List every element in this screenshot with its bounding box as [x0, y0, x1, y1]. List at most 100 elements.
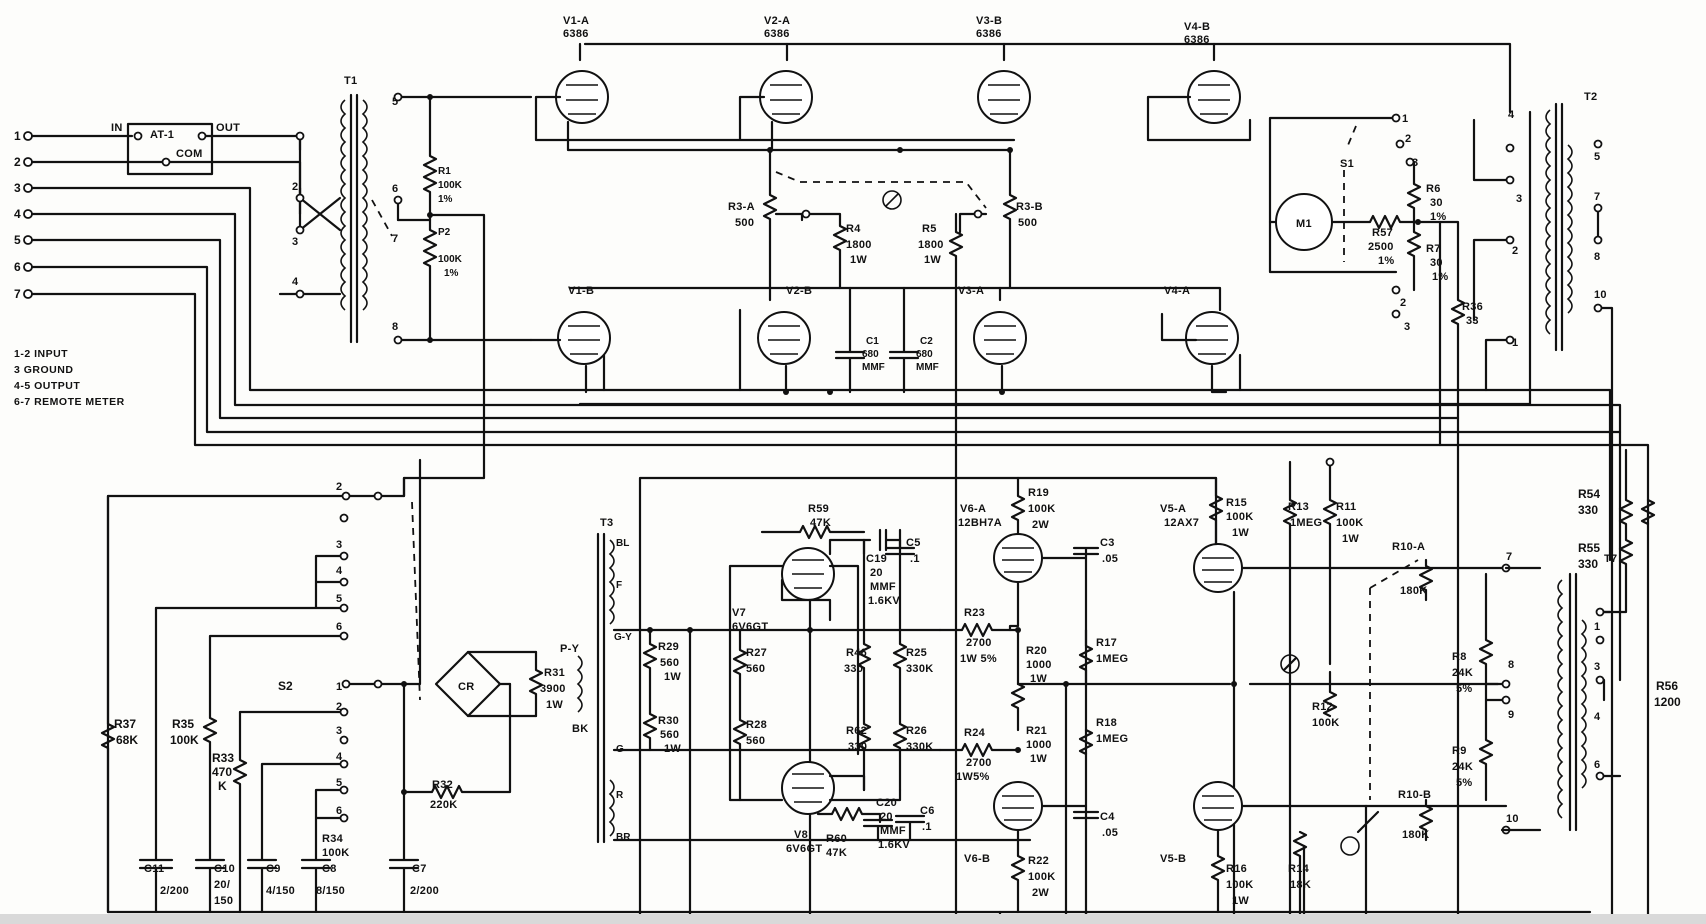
svg-text:560: 560	[660, 657, 679, 669]
terminal-1	[23, 131, 33, 141]
svg-text:8/150: 8/150	[316, 885, 345, 897]
t1-label: T1	[344, 75, 357, 87]
bottom-scrollbar[interactable]	[0, 914, 1706, 924]
svg-text:1W 5%: 1W 5%	[960, 653, 997, 665]
svg-text:R14: R14	[1288, 863, 1310, 875]
r3a-label: R3-A	[728, 201, 755, 213]
svg-text:C3: C3	[1100, 537, 1115, 549]
svg-text:R26: R26	[906, 725, 927, 737]
tube-v2a	[759, 70, 813, 124]
svg-text:12AX7: 12AX7	[1164, 517, 1199, 529]
svg-text:6V6GT: 6V6GT	[732, 621, 768, 633]
svg-text:K: K	[218, 779, 227, 793]
svg-text:5%: 5%	[1456, 683, 1473, 695]
svg-text:5%: 5%	[1456, 777, 1473, 789]
svg-text:.1: .1	[910, 553, 920, 565]
svg-text:BR: BR	[616, 832, 631, 843]
svg-text:12BH7A: 12BH7A	[958, 517, 1002, 529]
r10a-label: R10-A	[1392, 541, 1425, 553]
svg-text:C1: C1	[866, 336, 879, 347]
svg-text:2500: 2500	[1368, 241, 1394, 253]
svg-text:2700: 2700	[966, 757, 992, 769]
svg-text:1W: 1W	[924, 254, 941, 266]
svg-text:R13: R13	[1288, 501, 1309, 513]
svg-text:1800: 1800	[846, 239, 872, 251]
svg-text:.05: .05	[1102, 827, 1118, 839]
terminal-6-label: 6	[14, 260, 21, 274]
svg-text:C4: C4	[1100, 811, 1115, 823]
svg-text:R7: R7	[1426, 243, 1441, 255]
svg-text:1W: 1W	[1342, 533, 1359, 545]
legend: 1-2 INPUT 3 GROUND 4-5 OUTPUT 6-7 REMOTE…	[14, 348, 124, 408]
svg-text:68K: 68K	[116, 733, 138, 747]
svg-text:2/200: 2/200	[410, 885, 439, 897]
svg-text:1MEG: 1MEG	[1290, 517, 1322, 529]
attenuator-name: AT-1	[150, 129, 174, 141]
svg-text:9: 9	[1508, 709, 1514, 721]
svg-text:3: 3	[1516, 193, 1522, 205]
svg-text:24K: 24K	[1452, 667, 1473, 679]
v2a-label: V2-A	[764, 15, 790, 27]
v5b-label: V5-B	[1160, 853, 1186, 865]
svg-text:100K: 100K	[1336, 517, 1364, 529]
terminal-5	[23, 235, 33, 245]
svg-text:BL: BL	[616, 538, 629, 549]
svg-text:2W: 2W	[1032, 887, 1049, 899]
svg-text:330: 330	[1578, 557, 1598, 571]
svg-text:7: 7	[392, 233, 398, 245]
svg-text:7: 7	[1506, 551, 1512, 563]
svg-text:R18: R18	[1096, 717, 1117, 729]
svg-text:100K: 100K	[322, 847, 350, 859]
svg-text:R8: R8	[1452, 651, 1467, 663]
terminal-6	[23, 262, 33, 272]
transformer-t2-and-meter: T2 4 3 2 1 5 7 8 10 S1 2 3 1 2 3 M1	[1268, 91, 1614, 924]
svg-text:R24: R24	[964, 727, 986, 739]
svg-text:R57: R57	[1372, 227, 1393, 239]
svg-text:4: 4	[292, 276, 299, 288]
svg-text:1: 1	[1402, 113, 1408, 125]
v3b-label: V3-B	[976, 15, 1002, 27]
attenuator-com-label: COM	[176, 148, 203, 160]
v4b-label: V4-B	[1184, 21, 1210, 33]
svg-text:330K: 330K	[906, 741, 934, 753]
svg-text:3: 3	[1404, 321, 1410, 333]
svg-text:4/150: 4/150	[266, 885, 295, 897]
t3-label: T3	[600, 517, 613, 529]
svg-text:24K: 24K	[1452, 761, 1473, 773]
svg-text:R28: R28	[746, 719, 767, 731]
svg-text:100K: 100K	[1226, 879, 1254, 891]
svg-text:1%: 1%	[438, 194, 453, 205]
svg-text:1: 1	[1512, 337, 1518, 349]
r3b-label: R3-B	[1016, 201, 1043, 213]
svg-text:100K: 100K	[438, 254, 463, 265]
attenuator-out-label: OUT	[216, 122, 240, 134]
svg-text:F: F	[616, 580, 622, 591]
svg-text:180K: 180K	[1400, 585, 1428, 597]
svg-text:R19: R19	[1028, 487, 1049, 499]
v8-label: V8	[794, 829, 808, 841]
svg-text:1W: 1W	[850, 254, 867, 266]
svg-text:1%: 1%	[1430, 211, 1447, 223]
input-terminal-block: 1 2 3 4 5 6 7	[14, 129, 33, 301]
svg-text:2: 2	[336, 701, 342, 713]
svg-text:.05: .05	[1102, 553, 1118, 565]
tube-v6a	[993, 533, 1043, 583]
svg-text:8: 8	[392, 321, 398, 333]
svg-text:3: 3	[336, 539, 342, 551]
svg-text:18K: 18K	[1290, 879, 1311, 891]
s1-label: S1	[1340, 158, 1354, 170]
svg-text:20: 20	[870, 567, 883, 579]
svg-text:3900: 3900	[540, 683, 566, 695]
svg-text:5: 5	[392, 96, 398, 108]
svg-text:10: 10	[1506, 813, 1519, 825]
v4a-label: V4-A	[1164, 285, 1190, 297]
svg-text:R9: R9	[1452, 745, 1467, 757]
svg-text:C11: C11	[144, 863, 164, 875]
svg-text:2: 2	[1405, 133, 1411, 145]
svg-text:R60: R60	[826, 833, 847, 845]
upper-tube-row: V1-A 6386 V2-A 6386 V3-B 6386 V4-B 6386 …	[534, 15, 1512, 153]
svg-text:R55: R55	[1578, 541, 1600, 555]
svg-text:6386: 6386	[764, 28, 790, 40]
svg-text:330: 330	[1578, 503, 1598, 517]
